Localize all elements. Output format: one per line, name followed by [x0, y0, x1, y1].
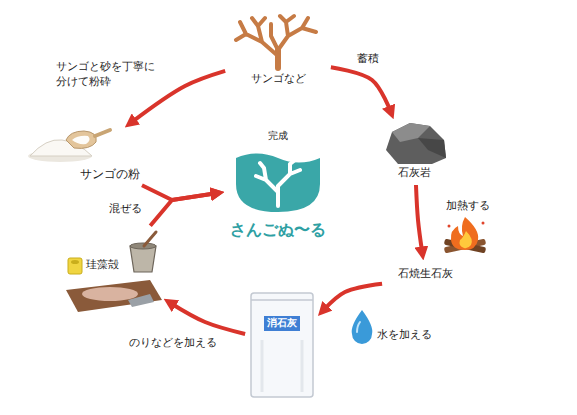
flow-arrow — [331, 67, 391, 111]
fire-illustration — [448, 225, 451, 228]
edge-label: 蓄積 — [356, 52, 380, 67]
quicklime-node: 石焼生石灰 — [385, 262, 465, 286]
plaster-tools — [82, 287, 138, 301]
water-drop — [352, 310, 373, 344]
node-text: サンゴの粉 — [80, 167, 140, 182]
flow-arrow — [324, 284, 382, 310]
plaster-tools — [66, 280, 162, 312]
node-text: 珪藻殻 — [86, 258, 119, 272]
coral-powder-illustration — [72, 136, 90, 144]
node-text: 石焼生石灰 — [398, 267, 453, 281]
limestone-rock — [386, 123, 446, 164]
fire-illustration — [444, 217, 486, 253]
fire-illustration — [451, 217, 478, 250]
node-text: 消石灰 — [264, 316, 300, 331]
product-logo — [256, 160, 300, 206]
plaster-tools — [66, 232, 162, 312]
flow-arrow — [150, 193, 216, 225]
limestone-rock — [418, 138, 446, 158]
diatom-node: 珪藻殻 — [62, 228, 162, 314]
plaster-tools — [68, 258, 82, 274]
plaster-tools — [71, 260, 79, 264]
product-logo — [236, 154, 320, 213]
plaster-tools — [144, 232, 156, 246]
coral-powder-illustration — [28, 130, 110, 162]
water-drop — [352, 310, 373, 344]
edge-label: 水を加える — [376, 328, 433, 343]
coral-node: サンゴなど — [228, 14, 328, 88]
node-text: さんごぬ〜る — [230, 220, 326, 240]
product-logo — [236, 154, 320, 213]
water-drop — [357, 322, 360, 332]
flow-arrow — [171, 303, 245, 334]
coral-powder-illustration — [66, 131, 96, 148]
fire-illustration — [460, 231, 472, 248]
node-text: 完成 — [268, 130, 288, 143]
fire-illustration — [482, 222, 485, 225]
limestone-rock — [386, 123, 446, 164]
node-text: サンゴなど — [251, 72, 306, 86]
slaked-lime-bag — [251, 293, 313, 397]
limestone-node: 石灰岩 — [378, 120, 450, 182]
flow-arrow — [416, 185, 422, 252]
plaster-tools — [128, 294, 154, 307]
edge-label: 加熱する — [445, 199, 491, 214]
edge-label: サンゴと砂を丁寧に 分けて粉砕 — [55, 60, 165, 90]
slaked-lime-bag — [251, 299, 313, 301]
edge-label: 混ぜる — [108, 202, 143, 217]
slaked-lime-node: 消石灰 — [248, 290, 316, 400]
plaster-tools — [130, 246, 156, 272]
coral-illustration — [236, 16, 316, 68]
coral-illustration — [236, 16, 316, 56]
slaked-lime-bag — [262, 340, 302, 392]
coral-powder-node: サンゴの粉 — [22, 128, 142, 184]
coral-powder-illustration — [95, 130, 110, 136]
product-node: 完成さんごぬ〜る — [226, 128, 330, 240]
slaked-lime-bag — [251, 293, 313, 397]
edge-label: のりなどを加える — [128, 336, 218, 351]
node-text: 石灰岩 — [398, 166, 431, 180]
